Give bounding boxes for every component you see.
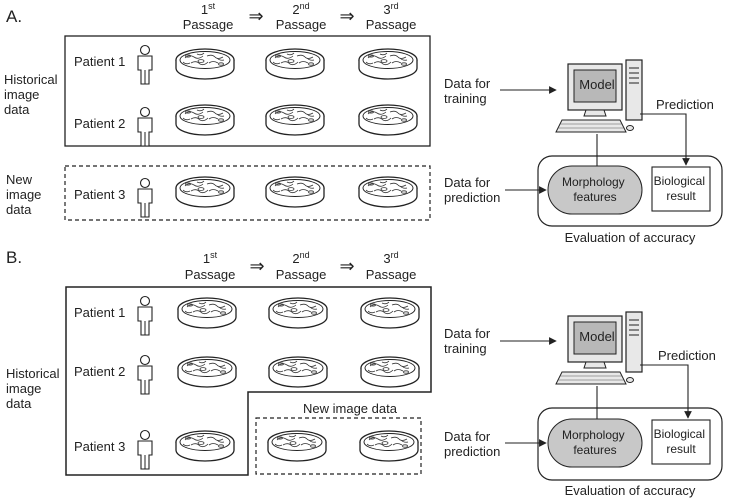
dish-icon	[268, 356, 328, 388]
person-icon	[137, 295, 153, 336]
patient-3-label: Patient 3	[74, 439, 125, 454]
passage-3-word: Passage	[366, 267, 417, 282]
morphology-label: Morphology features	[562, 175, 628, 204]
person-icon	[137, 354, 153, 395]
passage-2-header: 2nd	[292, 250, 309, 266]
passage-arrow-2: ⇒	[339, 256, 354, 276]
prediction-label: Prediction	[656, 97, 714, 112]
data-prediction-label: Data for prediction	[444, 175, 500, 205]
model-label: Model	[579, 77, 615, 92]
dish-icon	[360, 356, 420, 388]
new-label: New image data	[6, 172, 45, 217]
historical-label: Historical image data	[6, 366, 63, 411]
dish-icon	[175, 430, 235, 462]
dish-icon	[177, 297, 237, 329]
evaluation-box	[537, 407, 723, 481]
patient-3-label: Patient 3	[74, 187, 125, 202]
panel-a: A. 1st Passage 2nd Passage 3rd Passage ⇒…	[4, 1, 723, 245]
dish-icon	[358, 176, 418, 208]
passage-1-header: 1st	[201, 1, 216, 17]
passage-3-header: 3rd	[383, 1, 398, 17]
patient-1-label: Patient 1	[74, 305, 125, 320]
panel-a-label: A.	[6, 7, 22, 26]
morphology-label: Morphology features	[562, 428, 628, 457]
new-image-data-label: New image data	[303, 401, 398, 416]
morphology-features-node	[547, 165, 643, 215]
passage-3-header: 3rd	[383, 250, 398, 266]
data-prediction-label: Data for prediction	[444, 429, 500, 459]
passage-1-word: Passage	[185, 267, 236, 282]
dish-icon	[265, 176, 325, 208]
evaluation-label: Evaluation of accuracy	[565, 230, 696, 245]
dish-icon	[358, 48, 418, 80]
dish-icon	[268, 297, 328, 329]
dish-icon	[360, 297, 420, 329]
passage-arrow-1: ⇒	[249, 256, 264, 276]
new-data-box	[64, 165, 431, 221]
passage-arrow-2: ⇒	[339, 6, 354, 26]
dish-icon	[267, 430, 327, 462]
panel-b: B. 1st Passage 2nd Passage 3rd Passage ⇒…	[6, 248, 723, 498]
historical-outline	[65, 286, 432, 476]
new-data-box	[255, 417, 422, 475]
model-label: Model	[579, 329, 615, 344]
patient-2-label: Patient 2	[74, 364, 125, 379]
evaluation-box	[537, 155, 723, 227]
computer-icon	[555, 311, 643, 385]
evaluation-label: Evaluation of accuracy	[565, 483, 696, 498]
person-icon	[137, 177, 153, 218]
dish-icon	[359, 430, 419, 462]
data-training-label: Data for training	[444, 76, 494, 106]
biological-result-node	[651, 419, 711, 465]
patient-1-label: Patient 1	[74, 54, 125, 69]
computer-icon	[555, 59, 643, 133]
historical-box	[64, 35, 431, 147]
patient-2-label: Patient 2	[74, 116, 125, 131]
biological-label: Biological result	[654, 174, 709, 203]
dish-icon	[358, 104, 418, 136]
passage-arrow-1: ⇒	[248, 6, 263, 26]
dish-icon	[175, 48, 235, 80]
dish-icon	[175, 176, 235, 208]
panel-b-label: B.	[6, 248, 22, 267]
person-icon	[137, 106, 153, 147]
passage-2-word: Passage	[276, 267, 327, 282]
dish-icon	[265, 104, 325, 136]
data-training-label: Data for training	[444, 326, 494, 356]
person-icon	[137, 429, 153, 470]
dish-icon	[177, 356, 237, 388]
person-icon	[137, 44, 153, 85]
passage-1-header: 1st	[203, 250, 218, 266]
historical-label: Historical image data	[4, 72, 61, 117]
prediction-arrow	[640, 113, 690, 166]
prediction-arrow	[640, 364, 692, 419]
passage-2-header: 2nd	[292, 1, 309, 17]
dish-icon	[265, 48, 325, 80]
prediction-label: Prediction	[658, 348, 716, 363]
passage-2-word: Passage	[276, 17, 327, 32]
biological-result-node	[651, 166, 711, 212]
morphology-features-node	[547, 418, 643, 468]
dish-icon	[175, 104, 235, 136]
biological-label: Biological result	[654, 427, 709, 456]
passage-1-word: Passage	[183, 17, 234, 32]
passage-3-word: Passage	[366, 17, 417, 32]
